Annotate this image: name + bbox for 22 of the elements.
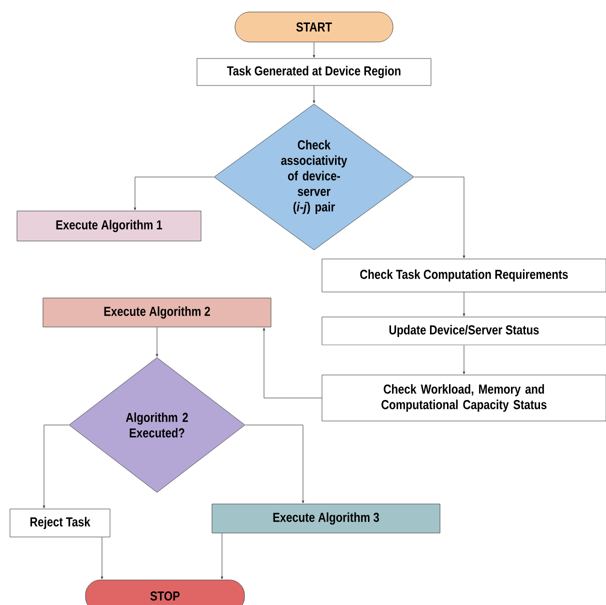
arrow [134,176,214,210]
arrow [245,424,304,504]
arrow [220,532,224,580]
process-box: Check Task Computation Requirements [322,258,606,292]
arrow [462,292,466,316]
arrow [462,345,466,374]
arrow [42,424,69,508]
process-box: Update Device/Server Status [322,316,606,346]
stop-terminal: STOP [85,580,245,605]
process-box: Reject Task [10,508,110,538]
process-box: Execute Algorithm 2 [42,298,272,328]
process-box: Task Generated at Device Region [196,58,432,86]
arrow [100,536,104,580]
arrow [414,176,466,258]
start-terminal: START [234,12,394,42]
process-box: Check Workload, Memory and Computational Capacity Status [322,374,606,422]
process-box: Execute Algorithm 3 [212,504,440,534]
process-box: Execute Algorithm 1 [16,210,202,242]
arrow [156,326,158,357]
arrow [312,42,316,58]
arrow [262,328,322,398]
arrow [312,86,316,104]
